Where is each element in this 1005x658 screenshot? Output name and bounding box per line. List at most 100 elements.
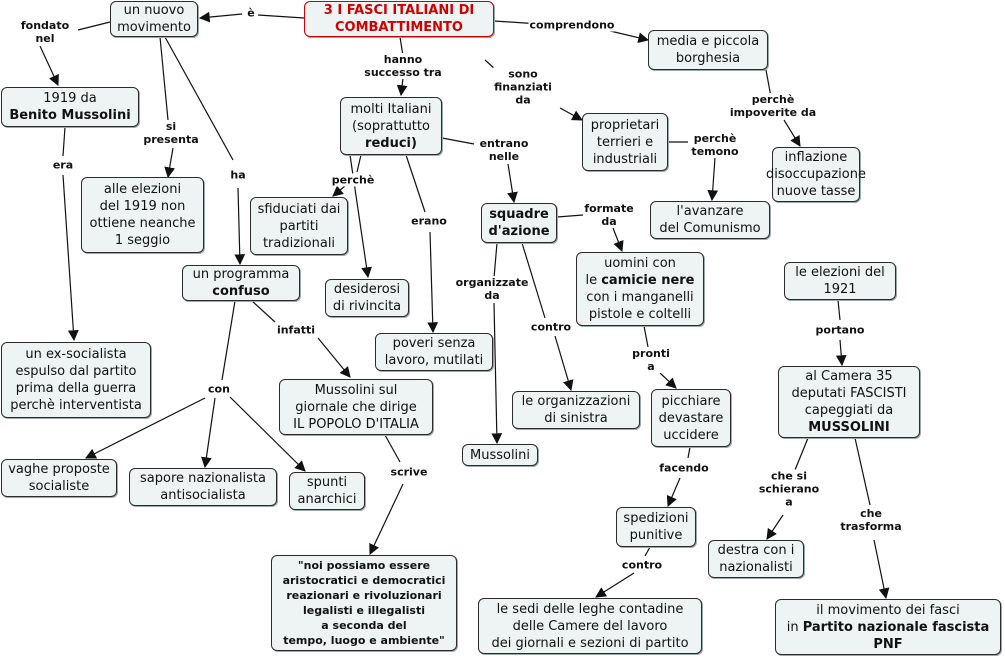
connector-arrow [507, 163, 518, 204]
connector-arrow [164, 147, 175, 179]
connector-arrow [554, 335, 574, 392]
link-label-contro-sedi: contro [620, 558, 664, 572]
connector-line [62, 126, 66, 157]
connector-arrow [332, 185, 346, 197]
connector-arrow [427, 231, 439, 334]
connector-arrow [835, 339, 847, 367]
connector-arrow [873, 539, 890, 600]
link-label-comprendono: comprendono [528, 18, 616, 32]
connector-line [77, 21, 111, 31]
connector-line [493, 242, 498, 279]
connector-arrow [369, 483, 404, 555]
link-label-ha: ha [229, 168, 247, 182]
connector-arrow [595, 572, 635, 598]
connector-arrow [659, 372, 677, 389]
connector-arrow [783, 119, 801, 147]
connector-arrow [612, 227, 624, 253]
mixed-prefix: le [585, 273, 602, 288]
connector-arrow [605, 29, 650, 44]
link-label-facendo: facendo [658, 461, 710, 475]
connector-arrow [198, 11, 243, 23]
connector-line [854, 437, 871, 506]
mixed-bold: Partito nazionale fascista [802, 619, 990, 635]
connector-arrow [62, 174, 79, 342]
link-label-con: con [207, 382, 231, 396]
connector-line [644, 546, 651, 557]
connector-arrow [707, 157, 719, 202]
connector-line [251, 300, 276, 323]
link-label-perche: perchè [330, 173, 376, 187]
link-label-e: è [246, 6, 256, 20]
connector-line [687, 446, 691, 459]
connector-arrow [39, 45, 59, 86]
connector-arrow [234, 187, 246, 266]
link-label-portano: portano [814, 323, 866, 337]
mixed-prefix: in [786, 619, 803, 635]
connector-line [441, 137, 475, 145]
connector-line [356, 154, 362, 173]
connector-line [384, 434, 401, 463]
link-label-era: era [51, 158, 75, 172]
connector-arrow [201, 397, 216, 469]
connector-line [643, 325, 649, 348]
connector-arrow [666, 477, 681, 507]
connector-arrow [559, 107, 583, 121]
connector-line [837, 299, 841, 321]
connector-line [556, 214, 584, 218]
link-label-contro-sinistra: contro [529, 320, 573, 334]
link-label-infatti: infatti [275, 323, 317, 337]
link-label-scrive: scrive [389, 465, 429, 479]
connector-arrow [766, 514, 784, 540]
node-mussolini: Mussolini [462, 444, 538, 466]
connector-line [221, 300, 236, 381]
link-label-erano: erano [410, 214, 448, 228]
connector-arrow [491, 302, 503, 445]
connector-line [794, 437, 809, 471]
connector-arrow [317, 337, 351, 378]
connector-line [257, 14, 305, 19]
connector-line [405, 154, 426, 213]
connector-arrow [396, 77, 408, 97]
